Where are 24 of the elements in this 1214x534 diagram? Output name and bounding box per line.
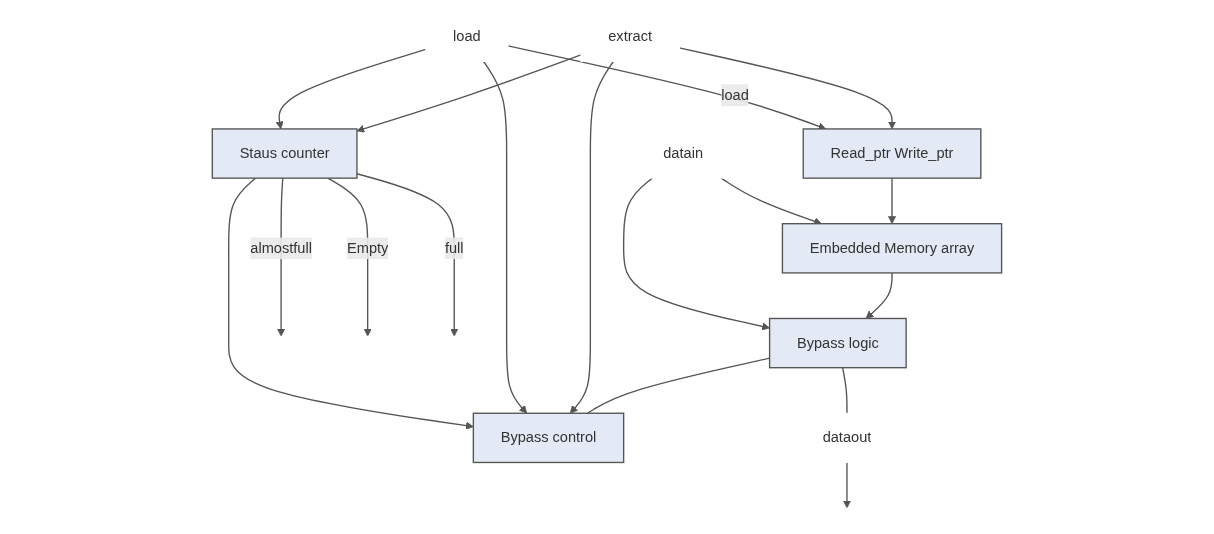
node-box: Bypass logic [768, 317, 907, 369]
arrow [569, 60, 615, 414]
edge-label: almostfull [250, 240, 312, 256]
node-box: Staus counter [211, 128, 358, 179]
arrow [327, 177, 372, 337]
connector [841, 367, 848, 414]
arrow [865, 272, 893, 319]
arrow [623, 177, 770, 331]
arrow [275, 48, 427, 130]
arrow [678, 47, 897, 130]
edge-label: Empty [347, 240, 389, 256]
edge-label: load [721, 87, 749, 103]
arrow [356, 54, 582, 133]
node-box: Embedded Memory array [781, 223, 1003, 274]
arrow [483, 60, 528, 414]
node-text: extract [608, 28, 653, 45]
node-text: load [453, 28, 481, 45]
node-text: dataout [822, 429, 872, 446]
node-text: datain [663, 145, 704, 161]
node-box: Bypass control [472, 412, 625, 464]
edge-label: full [444, 240, 464, 256]
arrow [843, 461, 852, 509]
arrow [888, 177, 897, 225]
node-box: Read_ptr Write_ptr [802, 128, 982, 179]
